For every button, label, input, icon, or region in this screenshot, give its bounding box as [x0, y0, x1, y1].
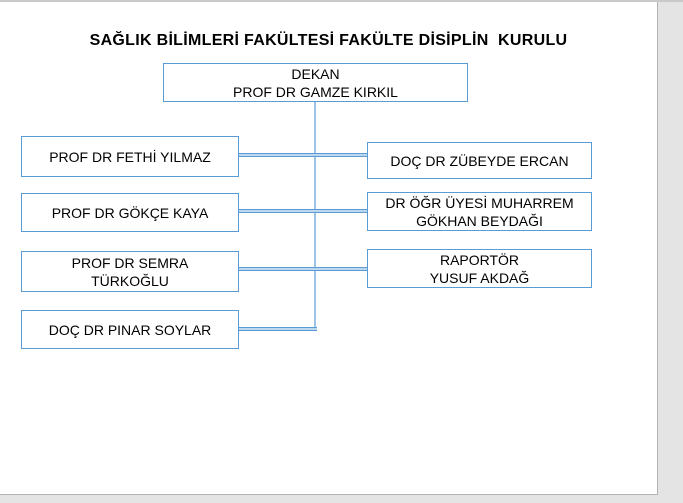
org-box-dekan-name: PROF DR GAMZE KIRKIL	[233, 83, 398, 100]
org-box-fethi-yilmaz: PROF DR FETHİ YILMAZ	[21, 136, 239, 177]
page-title: SAĞLIK BİLİMLERİ FAKÜLTESİ FAKÜLTE DİSİP…	[89, 32, 568, 49]
org-box-label: PROF DR SEMRA	[71, 254, 189, 271]
org-box-dekan: DEKAN PROF DR GAMZE KIRKIL	[163, 63, 468, 102]
org-box-raportor-name: YUSUF AKDAĞ	[429, 269, 530, 286]
org-box-semra-turkoglu: PROF DR SEMRA TÜRKOĞLU	[21, 251, 239, 292]
document-page: SAĞLIK BİLİMLERİ FAKÜLTESİ FAKÜLTE DİSİP…	[0, 2, 658, 495]
connector-line-row3	[239, 267, 367, 271]
org-box-label: DOÇ DR ZÜBEYDE ERCAN	[390, 152, 569, 169]
org-box-pinar-soylar: DOÇ DR PINAR SOYLAR	[21, 310, 239, 349]
org-box-label: PROF DR FETHİ YILMAZ	[49, 148, 211, 165]
org-box-zubeyde-ercan: DOÇ DR ZÜBEYDE ERCAN	[367, 142, 592, 179]
window-top-divider	[0, 0, 683, 2]
org-box-raportor-role: RAPORTÖR	[439, 251, 520, 268]
org-box-gokce-kaya: PROF DR GÖKÇE KAYA	[21, 193, 239, 232]
connector-line-row1	[239, 153, 367, 157]
org-box-raportor-yusuf-akdag: RAPORTÖR YUSUF AKDAĞ	[367, 249, 592, 288]
org-box-muharrem-gokhan-beydagi: DR ÖĞR ÜYESİ MUHARREM GÖKHAN BEYDAĞI	[367, 192, 592, 231]
org-box-dekan-role: DEKAN	[291, 65, 340, 82]
org-chart-vertical-line	[314, 102, 316, 331]
org-box-label: GÖKHAN BEYDAĞI	[416, 212, 543, 229]
org-box-label: PROF DR GÖKÇE KAYA	[51, 204, 209, 221]
org-box-label: DOÇ DR PINAR SOYLAR	[48, 321, 212, 338]
connector-line-row2	[239, 209, 367, 213]
org-box-label: DR ÖĞR ÜYESİ MUHARREM	[385, 194, 574, 211]
connector-line-row4	[239, 327, 317, 331]
org-box-label: TÜRKOĞLU	[91, 272, 169, 289]
